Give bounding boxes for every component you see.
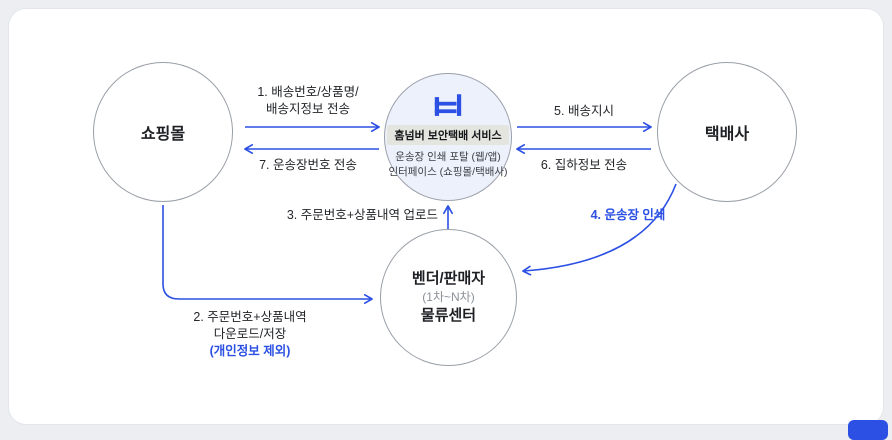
edge-label-2-line2: 다운로드/저장 [213,327,287,341]
vendor-label-line1: 벤더/판매자 [411,270,486,287]
service-subtitle-1: 운송장 인쇄 포탈 (웹/앱) [395,151,501,163]
edge-label-1-line1: 1. 배송번호/상품명/ [257,85,359,99]
homenumber-logo-icon [434,94,462,116]
edge-label-1: 1. 배송번호/상품명/ 배송지정보 전송 [228,84,388,118]
edge-label-7: 7. 운송장번호 전송 [259,158,357,172]
node-courier: 택배사 [657,62,797,202]
edge-label-2-line3: (개인정보 제외) [209,344,291,358]
node-shopping-mall: 쇼핑몰 [93,62,233,202]
edge-label-6: 6. 집하정보 전송 [540,158,628,172]
edge-label-3: 3. 주문번호+상품내역 업로드 [286,208,438,222]
edge-label-2: 2. 주문번호+상품내역 다운로드/저장 (개인정보 제외) [170,309,330,360]
vendor-label-line3: 물류센터 [420,307,477,324]
service-subtitle-2: 인터페이스 (쇼핑몰/택배사) [388,166,508,178]
chat-widget-button[interactable] [848,420,888,440]
edge-label-4: 4. 운송장 인쇄 [590,208,666,222]
service-title: 홈넘버 보안택배 서비스 [387,125,509,145]
node-vendor: 벤더/판매자 (1차~N차) 물류센터 [380,229,517,366]
shopping-mall-label: 쇼핑몰 [140,126,186,143]
courier-label: 택배사 [704,126,750,143]
edge-label-5: 5. 배송지시 [554,104,614,118]
node-service: 홈넘버 보안택배 서비스 운송장 인쇄 포탈 (웹/앱) 인터페이스 (쇼핑몰/… [384,73,512,201]
vendor-label-line2: (1차~N차) [422,290,475,304]
edge-label-1-line2: 배송지정보 전송 [266,102,350,116]
edge-label-2-line1: 2. 주문번호+상품내역 [193,310,307,324]
